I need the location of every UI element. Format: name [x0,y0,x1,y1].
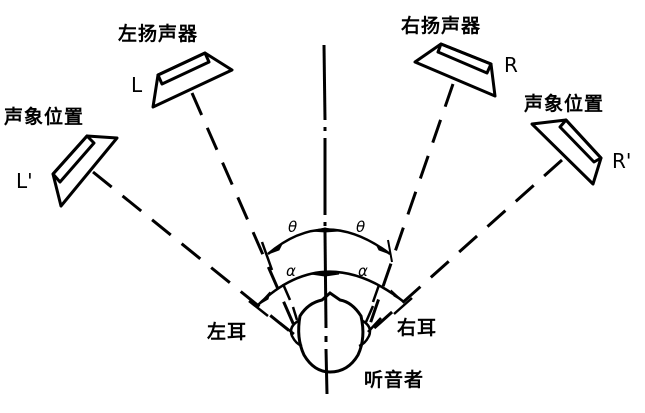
left-image-speaker-icon [51,134,119,208]
theta-right-label: θ [356,218,365,236]
marker-R-prime: R' [612,149,631,173]
left-ear-label: 左耳 [207,320,247,343]
listener-label: 听音者 [364,368,424,391]
alpha-arc [257,270,405,306]
right-ear-shape [358,318,372,348]
left-speaker-icon [151,51,234,109]
alpha-right-label: α [358,262,368,280]
theta-left-label: θ [288,218,297,236]
left-ear-shape [289,318,303,348]
theta-arc [267,228,391,255]
right-speaker-ray [366,83,455,331]
left-image-label: 声象位置 [3,105,84,128]
right-ear-label: 右耳 [396,316,437,339]
left-speaker-label: 左扬声器 [118,22,198,45]
left-image-ray [92,170,293,335]
left-speaker-ray [190,92,298,331]
right-speaker-icon [413,42,497,98]
marker-L: L [131,73,143,97]
alpha-left-label: α [286,262,296,280]
marker-L-prime: L' [16,169,33,193]
center-axis [322,44,329,395]
right-image-speaker-icon [530,118,603,186]
right-image-ray [370,158,564,332]
listener-head [297,291,365,374]
right-image-label: 声象位置 [523,92,604,115]
right-speaker-label: 右扬声器 [400,14,481,37]
marker-R: R [504,53,518,77]
